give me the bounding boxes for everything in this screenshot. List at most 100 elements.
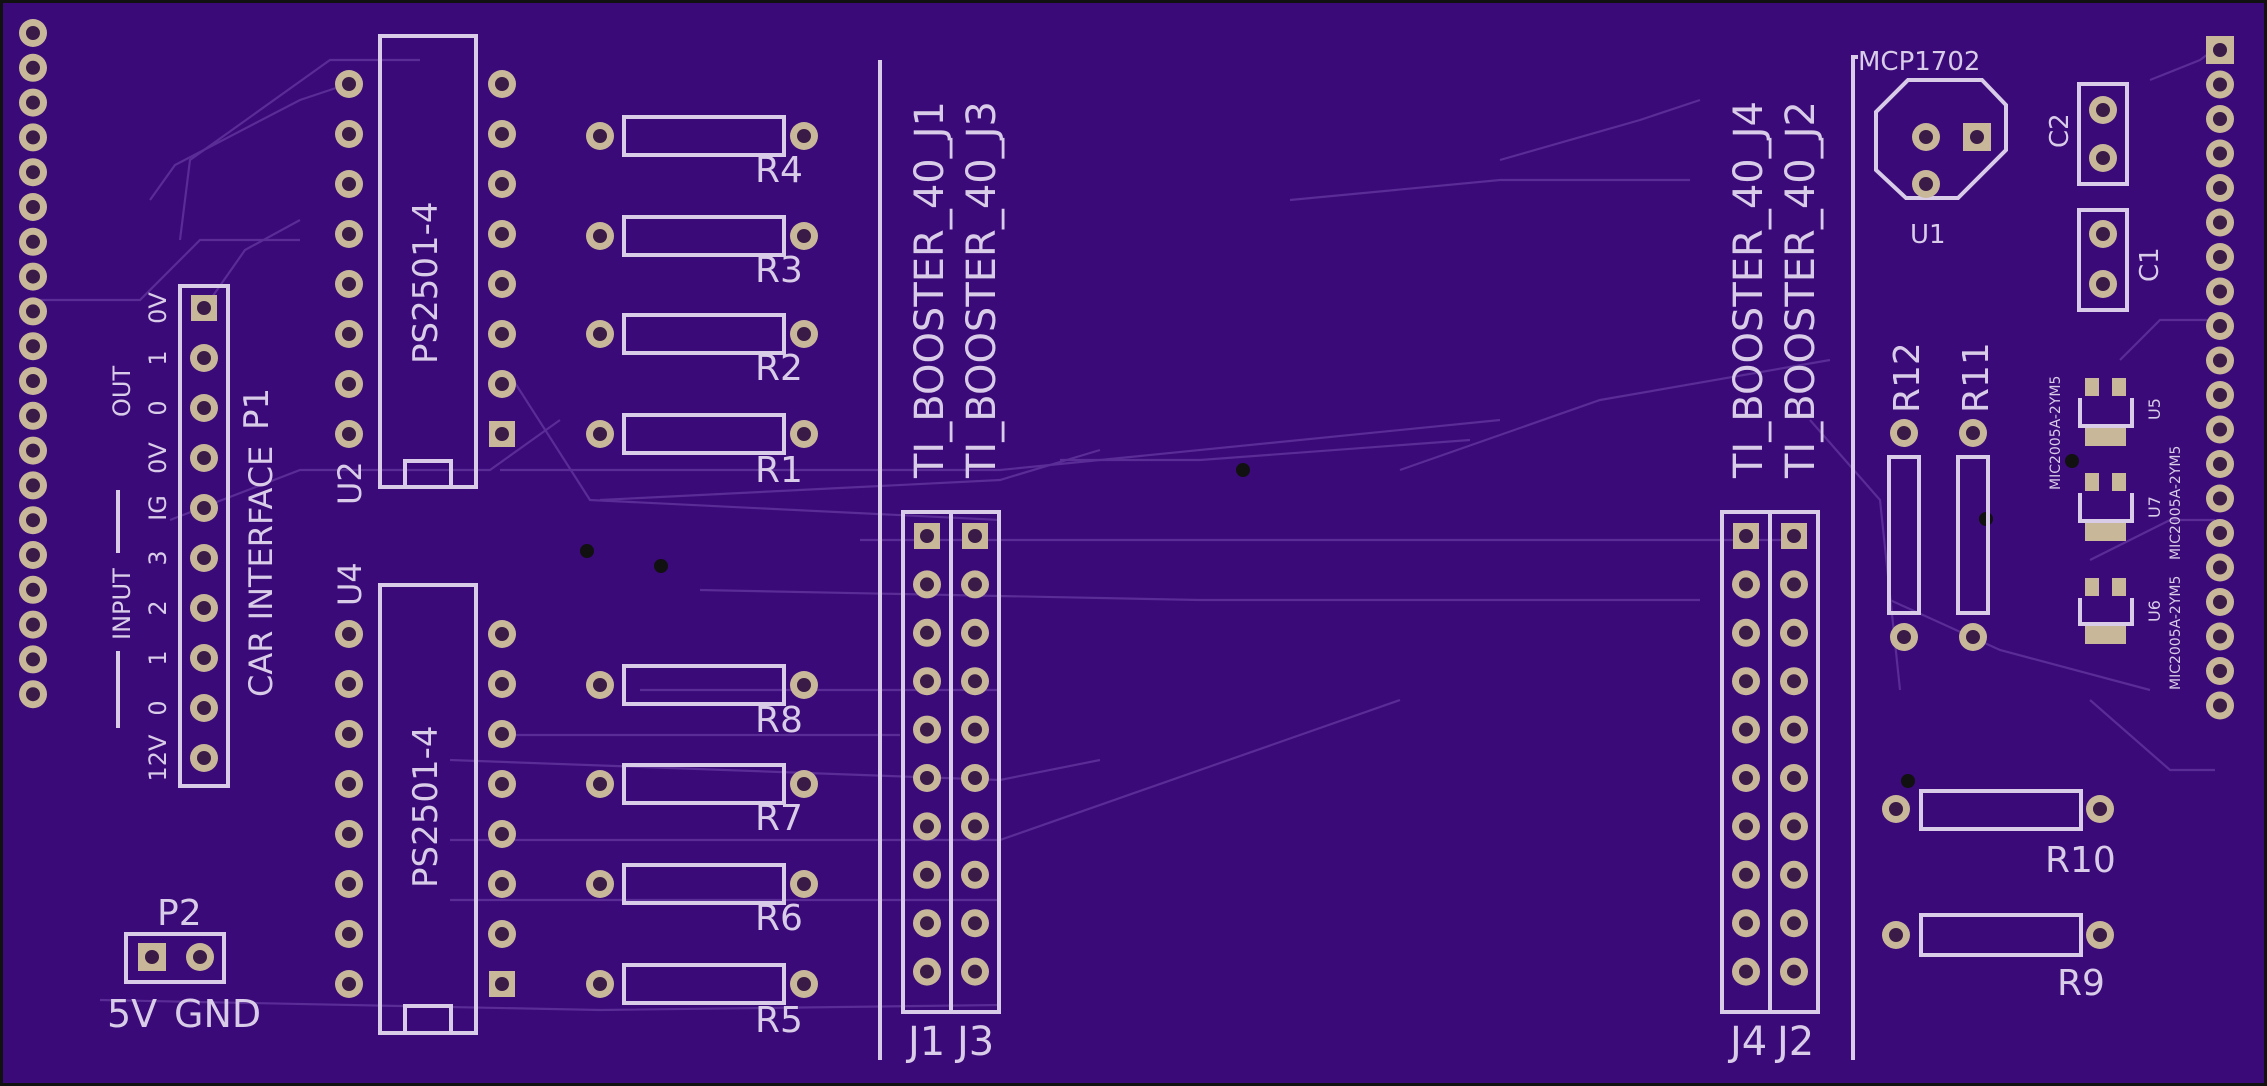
dip-pin (335, 220, 363, 248)
header-pin (962, 523, 988, 549)
edge-pin (19, 367, 47, 395)
edge-pin (19, 506, 47, 535)
edge-pin (2206, 519, 2234, 547)
dip-pin (488, 720, 516, 748)
edge-pin (19, 19, 47, 47)
u7-ref: U7 (2145, 496, 2164, 518)
r5-resistor: R5 (586, 963, 818, 1041)
p1-out-label: OUT (108, 366, 136, 417)
header-pin (1732, 667, 1760, 696)
edge-pin (19, 610, 47, 639)
j1-j3-booster-headers: TI_BOOSTER_40_J1 TI_BOOSTER_40_J3 J1 J3 (901, 101, 1005, 1065)
c2-ref: C2 (2045, 113, 2075, 148)
header-pin (961, 909, 989, 938)
dip-pin (488, 870, 516, 898)
p1-ref: P1 (237, 388, 277, 430)
u6-mic2005a: U6 MIC2005A-2YM5 (2078, 576, 2184, 690)
dip-pin (335, 670, 363, 698)
u5-ref: U5 (2145, 398, 2164, 420)
header-pin (1780, 860, 1808, 889)
header-pin (1780, 909, 1808, 938)
j2-value: TI_BOOSTER_40_J2 (1778, 101, 1824, 479)
dip-pin (489, 421, 515, 447)
dip-pin (488, 320, 516, 348)
dip-pin (335, 770, 363, 798)
dip-pin (488, 920, 516, 948)
header-pin (1780, 667, 1808, 696)
p1-pin-label: 1 (144, 350, 172, 365)
dip-pin (335, 70, 363, 98)
edge-pin (2206, 691, 2234, 720)
header-pin (913, 957, 941, 986)
edge-pin (2206, 312, 2234, 340)
connector-pin (190, 444, 218, 472)
header-pin (961, 570, 989, 599)
right-edge-header (2206, 36, 2234, 720)
connector-pin (190, 394, 218, 422)
u1-ref: U1 (1910, 220, 1946, 250)
dip-pin (489, 971, 515, 997)
p1-pin-label: 12V (144, 734, 172, 782)
mic-label-c: MIC2005A-2YM5 (2168, 576, 2184, 690)
header-pin (913, 618, 941, 647)
pad (586, 970, 614, 998)
dip-pin (488, 70, 516, 98)
edge-pin (2206, 588, 2234, 616)
header-pin (1732, 909, 1760, 938)
r7-resistor: R7 (586, 763, 818, 839)
connector-pin (190, 344, 218, 372)
dip-pin (488, 770, 516, 798)
edge-pin (2206, 346, 2234, 375)
r10-resistor: R10 (1882, 789, 2116, 881)
edge-pin (19, 53, 47, 82)
u5-mic2005a: U5 MIC2005A-2YM5 (2048, 376, 2164, 490)
c1-capacitor: C1 (2077, 208, 2165, 312)
r7-ref: R7 (755, 798, 803, 839)
j1-value: TI_BOOSTER_40_J1 (907, 101, 953, 479)
header-pin (1780, 812, 1808, 841)
header-pin (913, 909, 941, 938)
p2-ref: P2 (157, 893, 202, 934)
dip-pin (335, 120, 363, 148)
pad (790, 970, 818, 998)
r4-resistor: R4 (586, 115, 818, 191)
j1-ref: J1 (905, 1019, 945, 1065)
header-pin (1780, 618, 1808, 647)
header-pin (961, 667, 989, 696)
j4-value: TI_BOOSTER_40_J4 (1726, 101, 1772, 479)
u2-ref: U2 (331, 461, 369, 505)
u4-value: PS2501-4 (406, 725, 446, 888)
header-pin (1732, 764, 1760, 792)
r8-resistor: R8 (586, 664, 818, 741)
pad (790, 420, 818, 448)
pad (790, 671, 818, 699)
edge-pin (19, 332, 47, 361)
edge-pin (19, 436, 47, 465)
header-pin (1732, 570, 1760, 599)
c1-ref: C1 (2135, 247, 2165, 282)
edge-pin (2206, 553, 2234, 582)
r11-resistor: R11 (1956, 342, 1997, 651)
p1-pin-label: 0V (144, 442, 172, 474)
dip-pin (335, 820, 363, 848)
edge-pin (19, 541, 47, 569)
p1-pin-label: 2 (144, 600, 172, 615)
header-pin (913, 764, 941, 792)
p1-pin-label: 1 (144, 650, 172, 665)
r11-ref: R11 (1956, 342, 1997, 413)
edge-pin (2206, 36, 2234, 64)
r1-ref: R1 (755, 450, 803, 491)
dip-pin (335, 720, 363, 748)
dip-pin (335, 270, 363, 298)
pad (586, 870, 614, 898)
header-pin (961, 764, 989, 792)
dip-pin (335, 970, 363, 998)
header-pin (1781, 523, 1807, 549)
r9-resistor: R9 (1882, 913, 2114, 1004)
header-pin (1732, 860, 1760, 889)
edge-pin (2206, 139, 2234, 168)
p2-power-connector: P2 5V GND (107, 893, 261, 1036)
pad (790, 770, 818, 798)
